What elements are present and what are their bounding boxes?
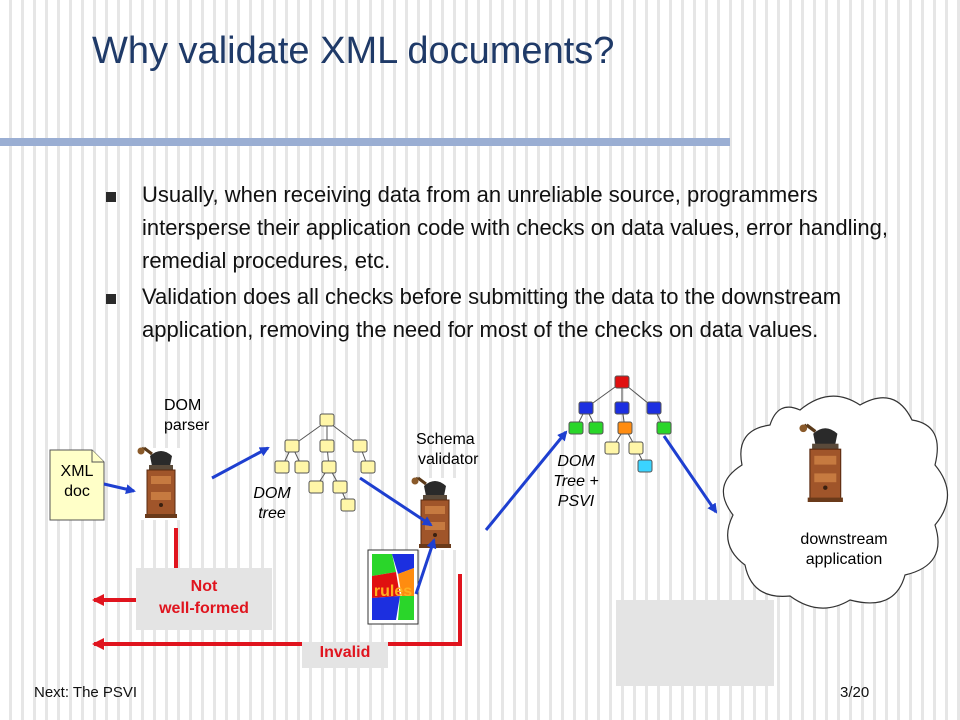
flow-arrow [662,435,718,514]
flow-arrow [484,430,568,531]
footer-next-link[interactable]: Next: The PSVI [34,684,138,701]
dom-tree-icon [274,413,376,512]
title-underline [0,138,730,146]
rules-label: rules [374,583,412,600]
document-icon [49,449,105,521]
coffee-grinder-icon [136,446,186,522]
slide-title: Why validate XML documents? [92,30,615,72]
bullet-text: Validation does all checks before submit… [142,284,842,342]
bullet-text: Usually, when receiving data from an unr… [142,182,888,273]
bullet-marker [106,294,116,304]
flow-arrow [211,446,270,480]
coffee-grinder-icon [797,422,853,506]
bullet-marker [106,192,116,202]
background-panel [616,600,774,686]
flow-arrow [414,538,437,595]
error-arrow [92,574,462,650]
flow-arrow [103,482,136,495]
flow-arrow [359,476,433,527]
psvi-tree-icon [568,375,672,473]
invalid-label: Invalid [302,642,388,668]
coffee-grinder-icon [410,476,460,552]
page-number: 3/20 [840,684,870,701]
rules-document-icon: rules [367,549,419,625]
